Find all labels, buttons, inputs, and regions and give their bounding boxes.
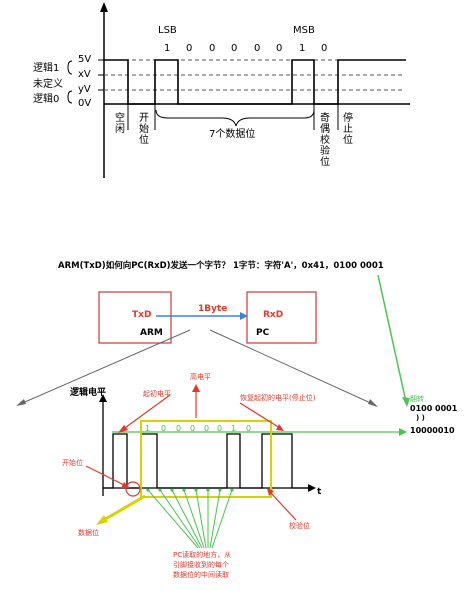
bottom-bit-value: 0: [204, 424, 210, 433]
binary-flipped: 10000010: [410, 426, 455, 435]
top-waveform: [104, 59, 406, 105]
logic1-label: 逻辑1: [33, 63, 60, 74]
sample-point: [158, 488, 162, 492]
undefined-label: 未定义: [33, 79, 63, 90]
arrow-initial-level: [121, 394, 171, 431]
zoom-line-right: [209, 329, 376, 406]
bit-value: 0: [209, 43, 216, 54]
bottom-bit-value: 0: [246, 424, 252, 433]
sample-point: [194, 488, 198, 492]
arrowhead-high-level: [192, 384, 200, 392]
arrow-restore-level: [239, 402, 281, 429]
lsb-label: LSB: [158, 25, 177, 36]
voltage-yv: yV: [78, 84, 91, 95]
sample-line-7: [209, 489, 221, 549]
restore-level-label: 恢复起初的电平(停止位): [240, 394, 316, 402]
link-label: 1Byte: [198, 304, 228, 314]
link-arrowhead: [240, 312, 248, 320]
sample-line-5: [195, 489, 207, 549]
pc-read-note-line1: PC读取的地方，从: [173, 551, 232, 559]
pc-label: PC: [256, 328, 270, 338]
bit-value: 0: [231, 43, 238, 54]
sample-line-3: [171, 489, 203, 549]
zoom-arrow-right: [368, 399, 378, 407]
header-question: ARM(TxD)如何向PC(RxD)发送一个字节？ 1字节：字符'A'，0x41…: [58, 261, 384, 271]
zoom-arrow-left: [16, 399, 26, 406]
sample-point: [230, 488, 234, 492]
sample-point: [206, 488, 210, 492]
logic-level-label: 逻辑电平: [70, 388, 107, 398]
arrowhead-parity-bit: [267, 488, 274, 496]
arm-label: ARM: [140, 328, 163, 338]
sample-point: [170, 488, 174, 492]
zoom-line-left: [17, 329, 191, 406]
voltage-xv: xV: [78, 69, 91, 80]
t-axis-label: t: [317, 487, 322, 497]
logic0-bracket: [67, 90, 73, 104]
binary-original: 0100 0001: [410, 404, 458, 413]
parity-bit-annotation: 校验位: [289, 522, 310, 530]
bit-value: 0: [321, 43, 328, 54]
start-bit-annotation: 开始位: [62, 459, 83, 467]
arm-box: [98, 291, 172, 344]
arm-txd-label: TxD: [132, 310, 152, 320]
voltage-5v: 5V: [78, 54, 92, 65]
arrowhead-initial-level: [118, 425, 128, 433]
pc-read-note-line2: 引脚接收到的每个: [173, 561, 229, 569]
arrow-start-bit: [85, 465, 127, 487]
data-bits-annotation: 数据位: [78, 529, 99, 537]
sample-line-4: [183, 489, 205, 549]
arrow-data-bits: [101, 494, 146, 523]
data-bits-brace: [155, 109, 315, 127]
arrowhead-restore-level: [276, 424, 284, 431]
start-bit-circle: [125, 481, 141, 497]
bottom-bit-value: 0: [190, 424, 196, 433]
start-bit-label: 开始位: [139, 113, 149, 146]
bit-value: 1: [164, 43, 171, 54]
bit-value: 0: [276, 43, 283, 54]
initial-level-label: 起初电平: [143, 390, 171, 398]
sample-point: [218, 488, 222, 492]
high-level-label: 高电平: [190, 373, 211, 381]
bottom-bit-value: 0: [176, 424, 182, 433]
arrow-parity-bit: [269, 491, 297, 521]
bit-value: 1: [299, 43, 306, 54]
high-level-arrowhead: [399, 428, 407, 436]
green-arrow-header: [377, 274, 407, 403]
bottom-bit-value: 0: [217, 424, 223, 433]
pc-rxd-label: RxD: [263, 310, 284, 320]
binary-brackets: ) ): [416, 414, 425, 422]
y-axis-arrow: [100, 2, 108, 12]
logic0-label: 逻辑0: [33, 94, 60, 105]
arrowhead-start-bit: [121, 482, 130, 488]
bit-value: 0: [254, 43, 261, 54]
bottom-y-arrow: [99, 394, 107, 402]
pc-read-note-line3: 数据位的中间读取: [173, 571, 229, 579]
stop-bit-label: 停止位: [343, 113, 353, 146]
bottom-waveform: [103, 433, 312, 489]
bit-value: 0: [186, 43, 193, 54]
arrowhead-data-bits: [96, 515, 108, 525]
parity-bit-label: 奇偶校验位: [320, 113, 330, 168]
idle-label: 空闲: [115, 113, 125, 135]
data-bits-label: 7个数据位: [209, 129, 256, 140]
sample-point: [146, 488, 150, 492]
sample-line-8: [211, 489, 233, 549]
sample-line-2: [159, 489, 201, 549]
sample-line-1: [147, 489, 199, 549]
voltage-0v: 0V: [78, 98, 92, 109]
pc-box: [246, 291, 317, 344]
data-frame: [140, 420, 272, 498]
flip-label: 翻转: [410, 395, 424, 403]
bottom-bit-value: 1: [231, 424, 237, 433]
msb-label: MSB: [293, 25, 315, 36]
bottom-bit-value: 1: [145, 424, 151, 433]
bottom-bit-value: 0: [161, 424, 167, 433]
green-arrowhead-header: [402, 397, 410, 407]
sample-point: [182, 488, 186, 492]
logic1-bracket: [67, 60, 73, 75]
